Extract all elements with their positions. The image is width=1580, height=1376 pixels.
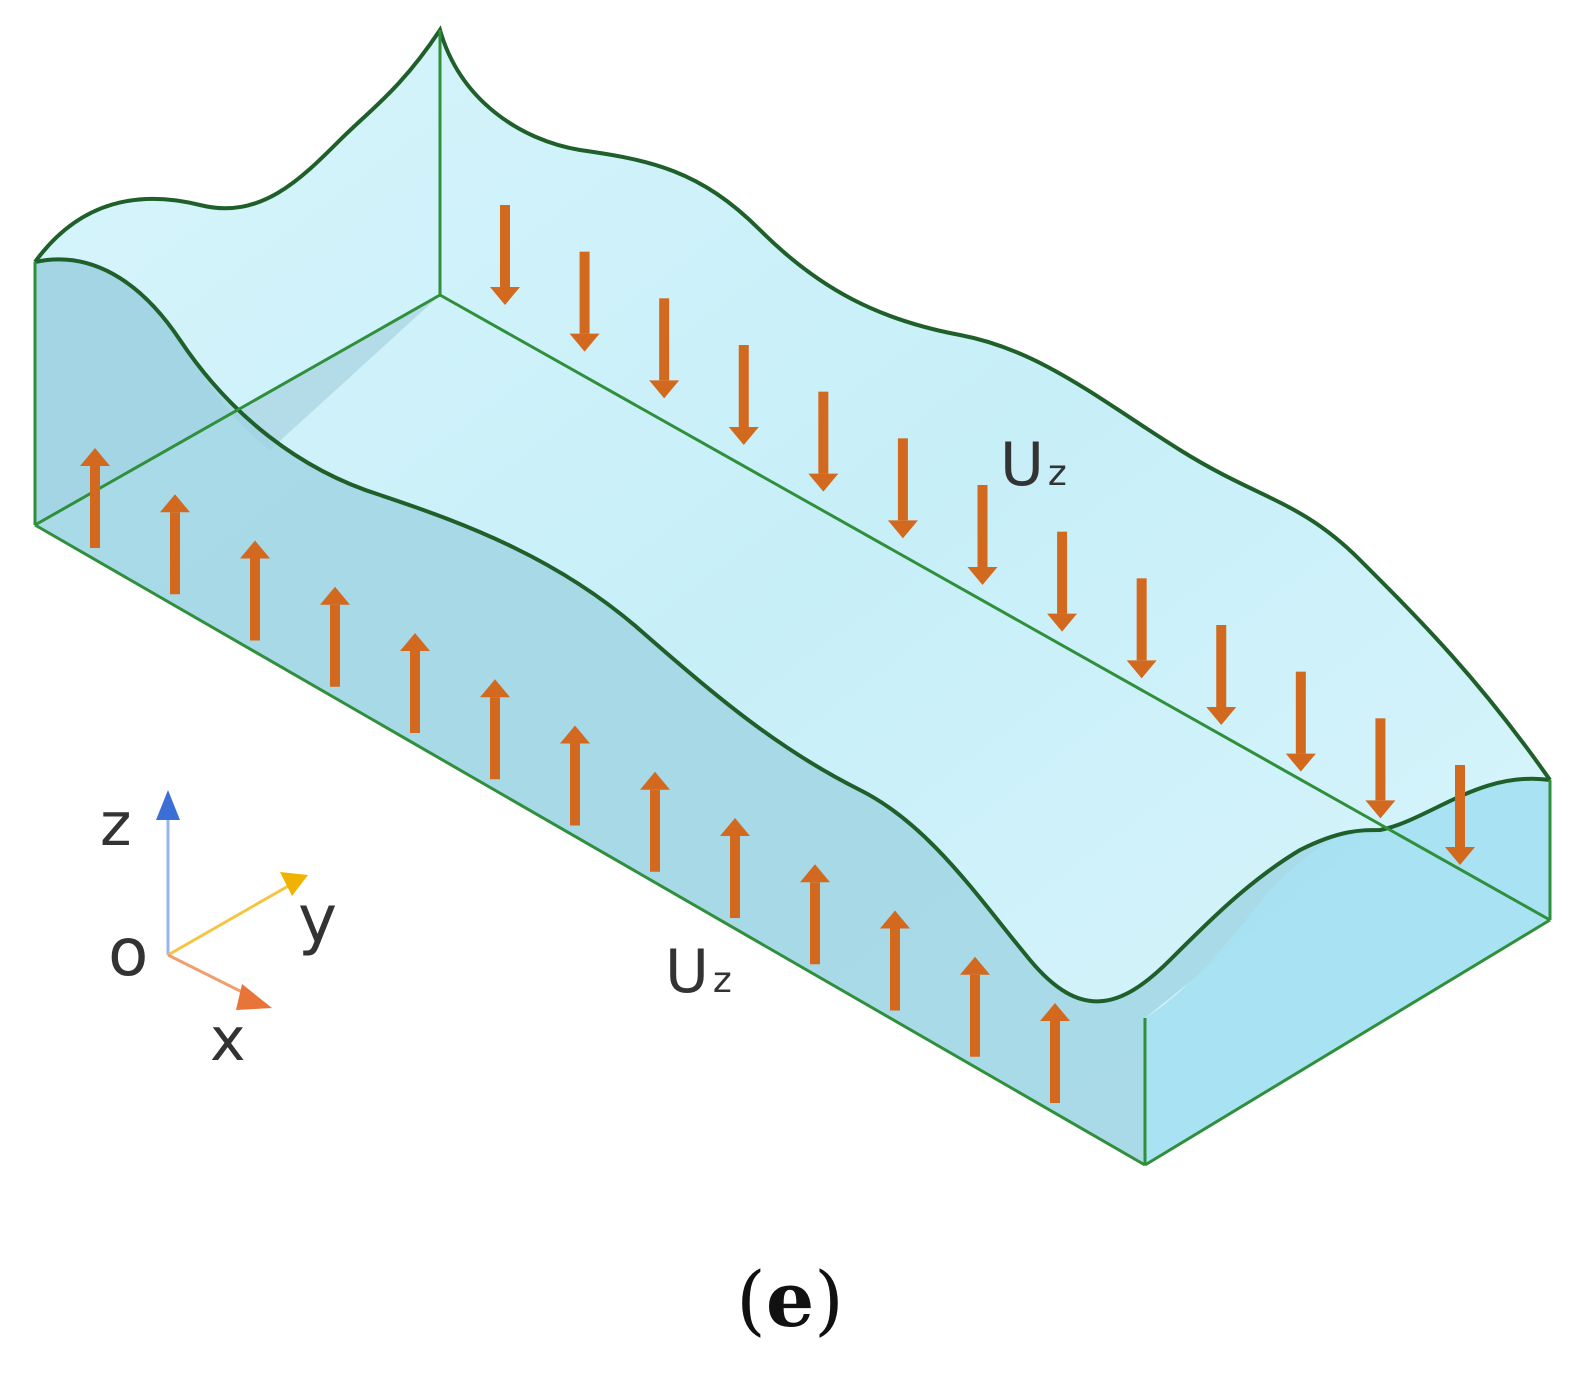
x-axis-line bbox=[167, 953, 249, 997]
upper-force-arrow bbox=[569, 251, 600, 352]
upper-force-arrow bbox=[1126, 578, 1157, 679]
y-axis-arrowhead bbox=[280, 872, 308, 896]
channel-end-right bbox=[1145, 778, 1550, 1165]
lower-force-arrow bbox=[720, 818, 750, 918]
upper-force-arrow bbox=[649, 298, 680, 399]
origin-label: o bbox=[108, 914, 148, 991]
upper-force-arrow bbox=[1365, 718, 1396, 819]
caption-open-paren: ( bbox=[736, 1255, 766, 1344]
lower-force-arrow bbox=[400, 633, 430, 733]
lower-force-arrow bbox=[800, 864, 830, 965]
y-axis-label: y bbox=[298, 881, 337, 958]
upper-force-arrow bbox=[728, 345, 759, 445]
z-axis-label: z bbox=[100, 790, 132, 860]
lower-force-arrow bbox=[1040, 1003, 1070, 1103]
axis-triad: z y o x bbox=[100, 790, 337, 1075]
lower-arrow-group bbox=[80, 448, 1070, 1103]
upper-force-arrow bbox=[1206, 625, 1237, 725]
lower-force-arrow bbox=[960, 956, 990, 1057]
caption-letter: e bbox=[765, 1255, 815, 1344]
upper-force-arrow bbox=[808, 391, 839, 492]
lower-force-arrow bbox=[80, 448, 110, 548]
lower-force-arrow bbox=[880, 910, 910, 1011]
x-axis-arrowhead bbox=[236, 984, 272, 1010]
upper-arrow-group bbox=[490, 205, 1475, 865]
upper-force-arrow bbox=[887, 438, 918, 539]
upper-force-arrow bbox=[1285, 671, 1316, 772]
figure-caption: (e) bbox=[0, 1255, 1580, 1344]
x-axis-label: x bbox=[210, 1005, 246, 1075]
upper-force-arrow bbox=[1047, 531, 1078, 632]
channel-outline bbox=[33, 25, 1552, 1167]
lower-force-arrow bbox=[640, 771, 670, 872]
lower-force-arrow bbox=[240, 540, 270, 641]
channel-side-front bbox=[35, 259, 1380, 1165]
lower-force-arrow bbox=[480, 679, 510, 780]
lower-force-arrow bbox=[320, 586, 350, 687]
y-axis-line bbox=[167, 883, 291, 957]
lower-force-arrow bbox=[160, 494, 190, 595]
caption-close-paren: ) bbox=[814, 1255, 844, 1344]
lower-force-arrow bbox=[560, 725, 590, 826]
z-axis-arrowhead bbox=[156, 790, 180, 820]
upper-force-arrow bbox=[967, 485, 998, 585]
upper-force-arrow bbox=[490, 205, 520, 305]
upper-force-arrow bbox=[1445, 765, 1475, 865]
